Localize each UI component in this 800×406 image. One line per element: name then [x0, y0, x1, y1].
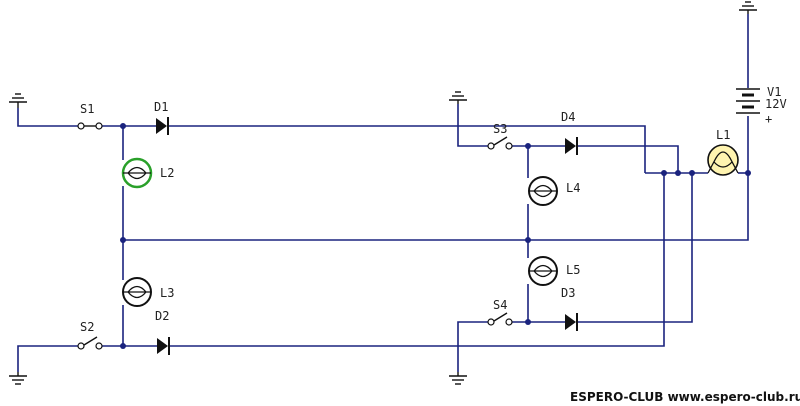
watermark: ESPERO-CLUB www.espero-club.ru: [570, 390, 800, 404]
diode-label: D2: [155, 309, 169, 323]
lamp-icon: [707, 144, 739, 176]
diode-icon: [565, 314, 576, 330]
ground-symbols: [9, 1, 757, 385]
lamp-label: L2: [160, 166, 174, 180]
diode-icon: [156, 118, 167, 134]
junction-dot: [525, 143, 531, 149]
switch-s4[interactable]: S4: [487, 298, 513, 326]
junction-dot: [661, 170, 667, 176]
lamp-label: L3: [160, 286, 174, 300]
ground-icon: [9, 372, 27, 385]
switch-contact: [487, 142, 495, 150]
wire-s2-ground: [17, 345, 78, 372]
switch-s3[interactable]: S3: [487, 122, 513, 150]
switch-label: S2: [80, 320, 94, 334]
switch-label: S4: [493, 298, 507, 312]
switch-s1[interactable]: S1: [77, 102, 103, 130]
switch-contact: [77, 122, 85, 130]
lamp-l2: L2: [121, 157, 174, 189]
diode-d3: D3: [561, 286, 578, 331]
lamp-label: L4: [566, 181, 580, 195]
junction-dot: [120, 123, 126, 129]
junction-dot: [525, 319, 531, 325]
junctions: [120, 123, 751, 349]
diode-d1: D1: [154, 100, 169, 135]
wire-d4-out: [577, 145, 679, 173]
switch-contact: [505, 142, 513, 150]
junction-dot: [120, 343, 126, 349]
battery-plus-sign: +: [765, 112, 772, 126]
diode-label: D3: [561, 286, 575, 300]
switch-contact: [505, 318, 513, 326]
diode-label: D4: [561, 110, 575, 124]
battery-v1: V1 12V +: [736, 85, 787, 126]
diode-icon: [565, 138, 576, 154]
lamp-l1: L1: [707, 128, 739, 176]
wire-d1-out: [168, 125, 646, 173]
switch-contact: [487, 318, 495, 326]
wire-s1-ground: [17, 108, 78, 127]
lamp-l3: L3: [122, 277, 174, 307]
lamp-filament: [707, 151, 739, 174]
ground-icon: [449, 91, 467, 104]
ground-icon: [9, 93, 27, 108]
lamp-filament: [529, 184, 557, 198]
wires: [17, 14, 749, 372]
switch-contact: [95, 122, 103, 130]
switch-label: S1: [80, 102, 94, 116]
battery-value: 12V: [765, 97, 787, 111]
lamp-filament: [123, 285, 151, 299]
battery-label: V1: [767, 85, 781, 99]
switch-lever: [493, 312, 508, 322]
diode-d2: D2: [155, 309, 170, 355]
ground-icon: [449, 372, 467, 385]
lamp-filament: [123, 166, 151, 180]
junction-dot: [745, 170, 751, 176]
wire-middle-bus: [123, 173, 749, 241]
switch-s2[interactable]: S2: [77, 320, 103, 350]
lamp-l4: L4: [528, 176, 580, 206]
wire-d2-out: [168, 173, 665, 347]
lamp-filament: [529, 264, 557, 278]
diode-icon: [157, 338, 168, 354]
lamp-l5: L5: [528, 256, 580, 286]
junction-dot: [689, 170, 695, 176]
diode-d4: D4: [561, 110, 578, 155]
wire-s4-ground: [457, 321, 488, 372]
lamp-label: L1: [716, 128, 730, 142]
lamp-label: L5: [566, 263, 580, 277]
junction-dot: [525, 237, 531, 243]
switch-lever: [493, 136, 508, 146]
switch-contact: [95, 342, 103, 350]
junction-dot: [120, 237, 126, 243]
diode-label: D1: [154, 100, 168, 114]
switch-label: S3: [493, 122, 507, 136]
wire-d3-out: [577, 173, 693, 323]
junction-dot: [675, 170, 681, 176]
switch-lever: [83, 336, 98, 346]
ground-icon: [739, 1, 757, 14]
switch-contact: [77, 342, 85, 350]
wire-s3-ground: [457, 104, 488, 147]
